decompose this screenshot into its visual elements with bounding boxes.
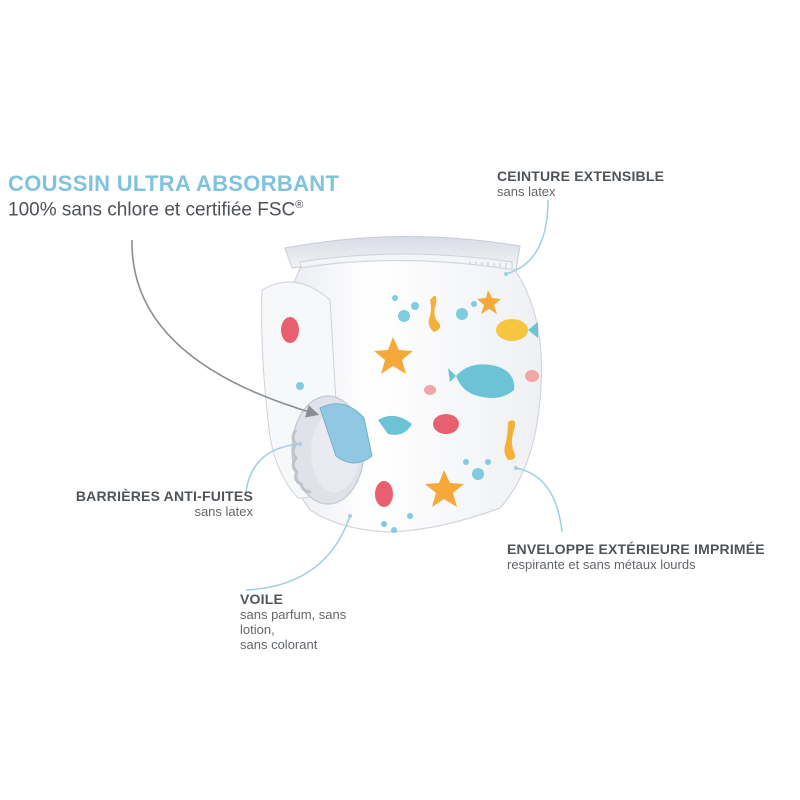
- fish-red-icon: [281, 317, 299, 343]
- coussin-subtitle: 100% sans chlore et certifiée FSC®: [8, 199, 303, 221]
- ceinture-subtitle: sans latex: [497, 184, 556, 199]
- coussin-arrow: [131, 239, 320, 418]
- leak-barrier-ruffle: [291, 429, 312, 494]
- starfish-icon: [374, 337, 413, 374]
- bubbles: [296, 295, 491, 533]
- enveloppe-label: ENVELOPPE EXTÉRIEURE IMPRIMÉE respirante…: [507, 541, 765, 572]
- voile-callout-dot: [348, 514, 352, 518]
- shell-icon: [424, 385, 436, 395]
- ladybug-icon: [375, 481, 393, 507]
- starfish-icon: [425, 470, 464, 507]
- whale-icon: [456, 364, 515, 398]
- barrieres-callout-dot: [298, 442, 302, 446]
- voile-title: VOILE: [240, 591, 284, 607]
- crab-icon: [433, 414, 459, 434]
- ceinture-callout-line: [505, 199, 549, 275]
- whale-tail-icon: [448, 368, 456, 382]
- barrieres-callout-line: [245, 443, 301, 493]
- print-pattern: [281, 290, 539, 533]
- fish-tail-icon: [528, 322, 538, 338]
- enveloppe-callout-line: [515, 467, 563, 533]
- registered-mark: ®: [295, 199, 304, 211]
- fish-icon: [496, 319, 528, 341]
- absorbent-pad: [319, 403, 373, 464]
- coussin-subtitle-text: 100% sans chlore et certifiée FSC: [8, 199, 296, 221]
- dolphin-icon: [378, 415, 412, 435]
- voile-line-1: sans parfum, sans: [240, 607, 347, 622]
- enveloppe-title: ENVELOPPE EXTÉRIEURE IMPRIMÉE: [507, 541, 765, 557]
- ceinture-label: CEINTURE EXTENSIBLE sans latex: [497, 168, 664, 199]
- voile-line-3: sans colorant: [240, 637, 318, 652]
- ceinture-callout-dot: [504, 272, 508, 276]
- barrieres-subtitle: sans latex: [194, 504, 253, 519]
- enveloppe-subtitle: respirante et sans métaux lourds: [507, 557, 696, 572]
- voile-callout-line: [245, 515, 351, 591]
- barrieres-label: BARRIÈRES ANTI-FUITES sans latex: [46, 488, 253, 519]
- starfish-icon: [477, 290, 501, 314]
- barrieres-title: BARRIÈRES ANTI-FUITES: [75, 488, 253, 504]
- voile-label: VOILE sans parfum, sans lotion, sans col…: [240, 591, 390, 652]
- enveloppe-callout-dot: [514, 466, 518, 470]
- seahorse-icon: [428, 295, 441, 332]
- ceinture-title: CEINTURE EXTENSIBLE: [497, 168, 665, 184]
- seahorse-icon: [504, 420, 516, 460]
- shell-icon: [525, 370, 539, 382]
- coussin-title: COUSSIN ULTRA ABSORBANT: [8, 171, 340, 196]
- voile-line-2: lotion,: [240, 622, 275, 637]
